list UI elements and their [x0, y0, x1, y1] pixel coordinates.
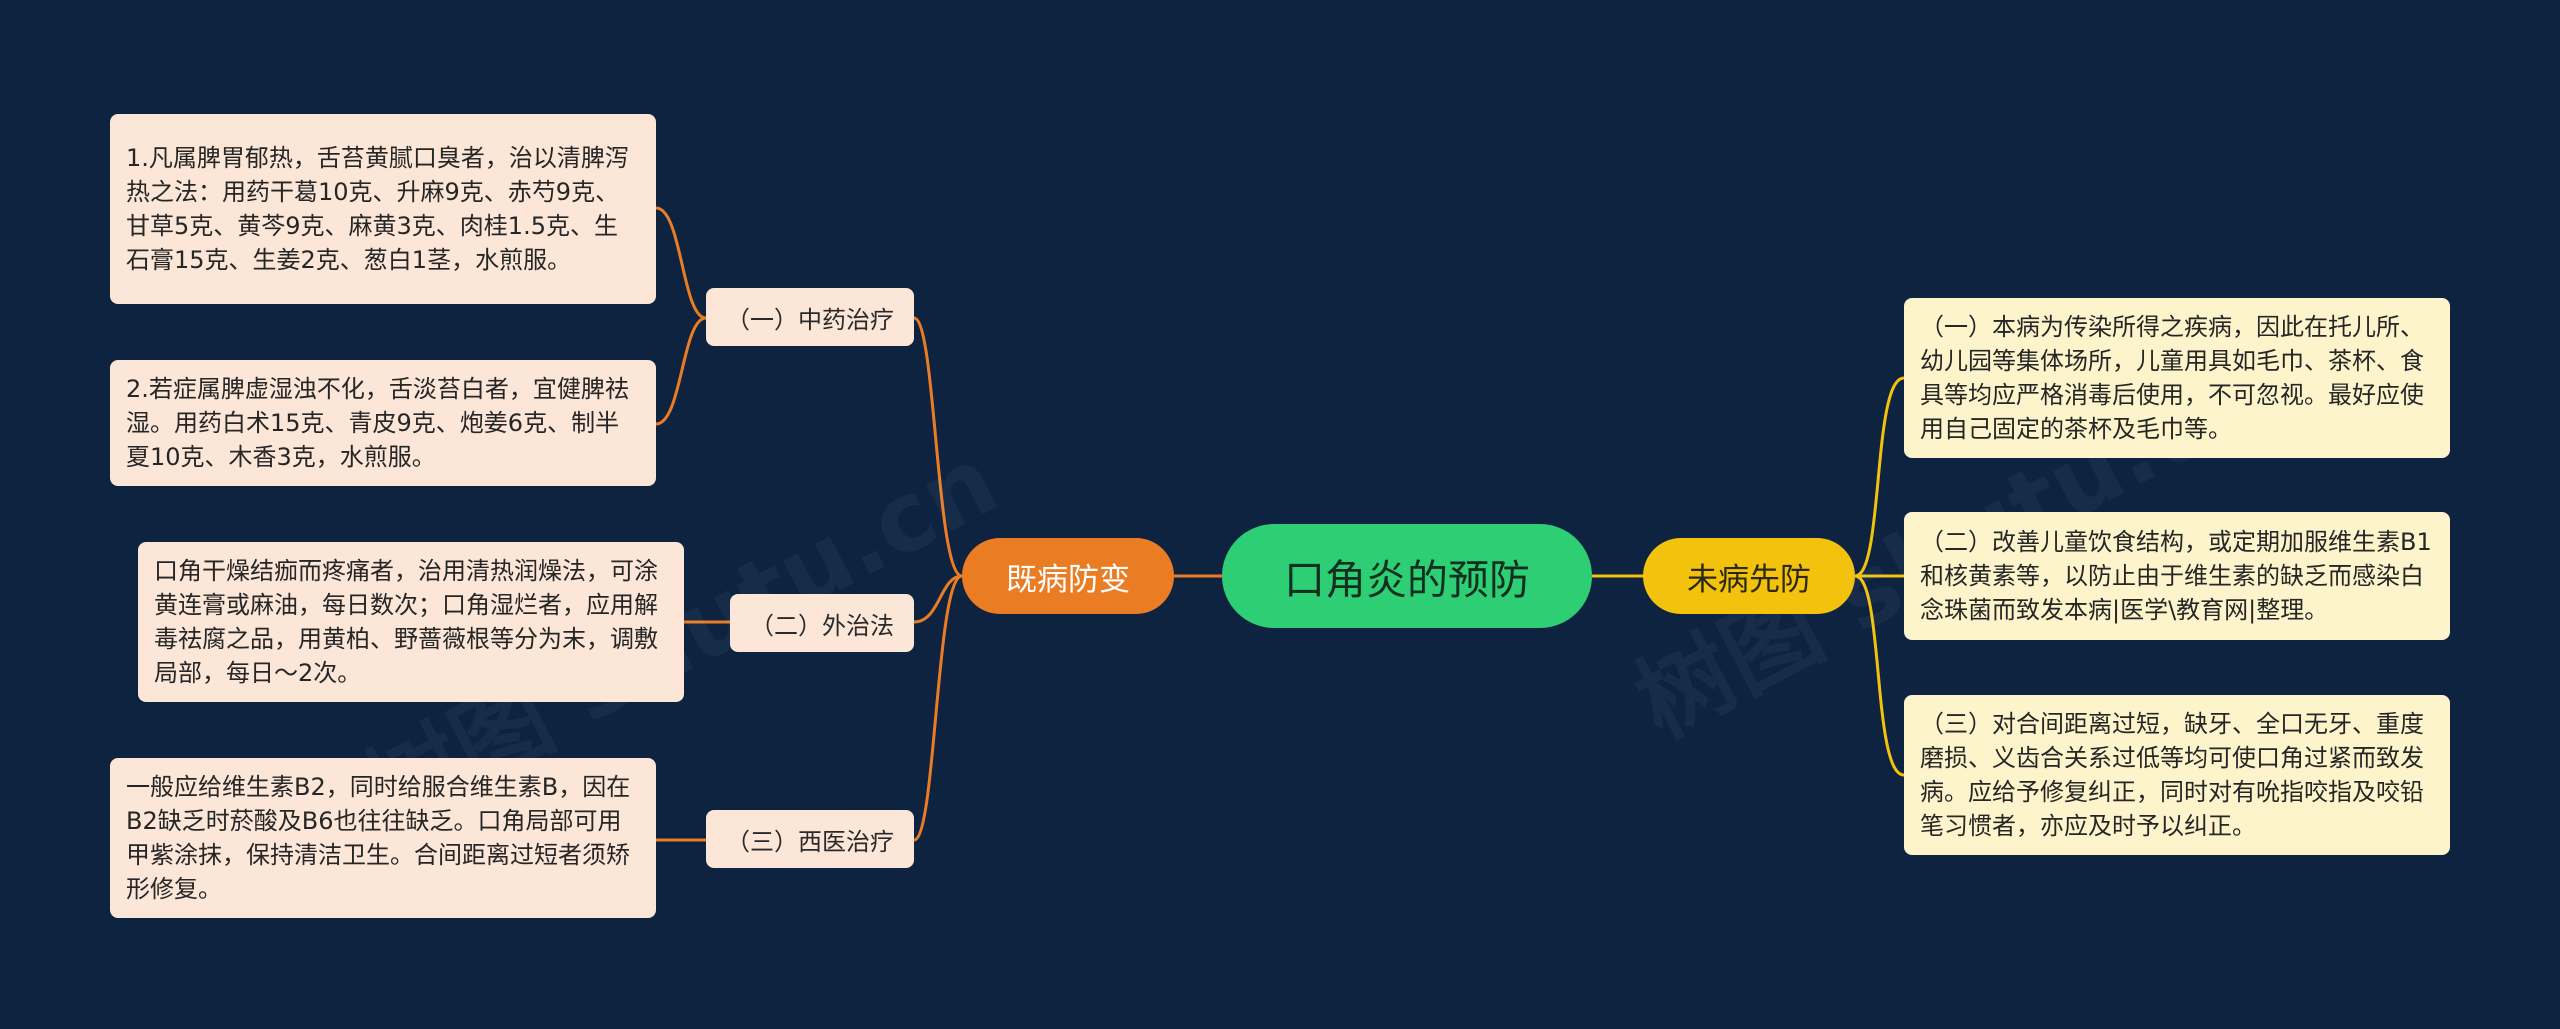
branch-left-label: 既病防变 [1006, 561, 1130, 598]
leaf-card-chinese-medicine-2[interactable]: 2.若症属脾虚湿浊不化，舌淡苔白者，宜健脾祛湿。用药白术15克、青皮9克、炮姜6… [110, 360, 656, 486]
leaf-text: 一般应给维生素B2，同时给服合维生素B，因在B2缺乏时菸酸及B6也往往缺乏。口角… [126, 773, 631, 903]
leaf-text: （一）本病为传染所得之疾病，因此在托儿所、幼儿园等集体场所，儿童用具如毛巾、茶杯… [1920, 313, 2424, 443]
sub-node-label: （二）外治法 [750, 611, 894, 640]
connector-right-leaf3 [1854, 574, 1905, 777]
sub-node-label: （三）西医治疗 [726, 827, 894, 856]
root-label: 口角炎的预防 [1284, 556, 1530, 604]
sub-node-chinese-medicine[interactable]: （一）中药治疗 [706, 288, 914, 346]
leaf-text: 2.若症属脾虚湿浊不化，舌淡苔白者，宜健脾祛湿。用药白术15克、青皮9克、炮姜6… [126, 375, 629, 471]
leaf-card-external-treatment[interactable]: 口角干燥结痂而疼痛者，治用清热润燥法，可涂黄连膏或麻油，每日数次；口角湿烂者，应… [138, 542, 684, 702]
leaf-card-western-medicine[interactable]: 一般应给维生素B2，同时给服合维生素B，因在B2缺乏时菸酸及B6也往往缺乏。口角… [110, 758, 656, 918]
connector-left-sub1 [913, 316, 963, 578]
sub-node-western-medicine[interactable]: （三）西医治疗 [706, 810, 914, 868]
sub-node-external-treatment[interactable]: （二）外治法 [730, 594, 914, 652]
sub-node-label: （一）中药治疗 [726, 305, 894, 334]
connector-left-sub2 [913, 574, 963, 624]
branch-node-left[interactable]: 既病防变 [962, 538, 1174, 614]
leaf-text: 1.凡属脾胃郁热，舌苔黄腻口臭者，治以清脾泻热之法：用药干葛10克、升麻9克、赤… [126, 144, 629, 274]
branch-node-right[interactable]: 未病先防 [1643, 538, 1855, 614]
connector-left-sub3 [913, 574, 963, 842]
leaf-card-chinese-medicine-1[interactable]: 1.凡属脾胃郁热，舌苔黄腻口臭者，治以清脾泻热之法：用药干葛10克、升麻9克、赤… [110, 114, 656, 304]
connector-sub1-leaf2 [655, 316, 707, 426]
root-node[interactable]: 口角炎的预防 [1222, 524, 1592, 628]
leaf-text: （二）改善儿童饮食结构，或定期加服维生素B1和核黄素等，以防止由于维生素的缺乏而… [1920, 528, 2432, 624]
leaf-card-prevention-1[interactable]: （一）本病为传染所得之疾病，因此在托儿所、幼儿园等集体场所，儿童用具如毛巾、茶杯… [1904, 298, 2450, 458]
leaf-card-prevention-3[interactable]: （三）对合间距离过短，缺牙、全口无牙、重度磨损、义齿合关系过低等均可使口角过紧而… [1904, 695, 2450, 855]
leaf-text: （三）对合间距离过短，缺牙、全口无牙、重度磨损、义齿合关系过低等均可使口角过紧而… [1920, 710, 2424, 840]
leaf-text: 口角干燥结痂而疼痛者，治用清热润燥法，可涂黄连膏或麻油，每日数次；口角湿烂者，应… [154, 557, 658, 687]
connector-right-leaf1 [1854, 376, 1905, 578]
connector-sub1-leaf1 [655, 206, 707, 320]
branch-right-label: 未病先防 [1687, 561, 1811, 598]
leaf-card-prevention-2[interactable]: （二）改善儿童饮食结构，或定期加服维生素B1和核黄素等，以防止由于维生素的缺乏而… [1904, 512, 2450, 640]
